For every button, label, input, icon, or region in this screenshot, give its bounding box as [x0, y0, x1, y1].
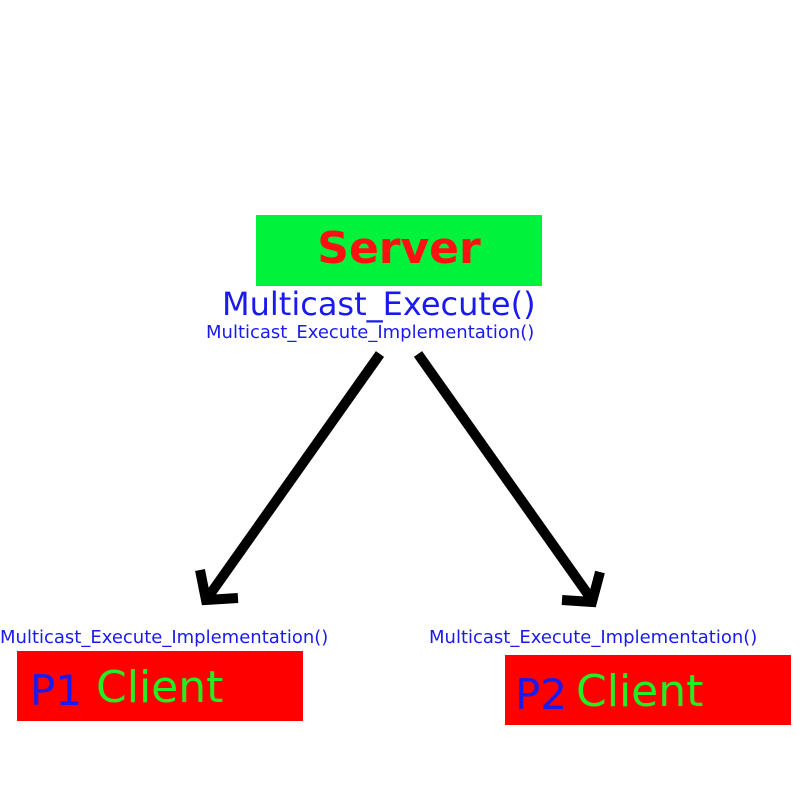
server-label: Server [317, 223, 481, 274]
p1-client-label: Client [96, 662, 224, 713]
p2-client-label: Client [576, 666, 704, 717]
p1-id-label: P1 [30, 666, 83, 715]
server-call-text: Multicast_Execute() [222, 285, 536, 323]
server-impl-text: Multicast_Execute_Implementation() [206, 322, 535, 343]
p2-client-box: P2 Client [505, 655, 791, 725]
p2-impl-text: Multicast_Execute_Implementation() [429, 627, 758, 648]
arrow-to-p2 [413, 351, 605, 608]
p1-impl-text: Multicast_Execute_Implementation() [0, 627, 329, 648]
arrow-to-p1 [195, 351, 385, 606]
p1-client-box: P1 Client [17, 651, 303, 721]
server-box: Server [256, 215, 542, 286]
p2-id-label: P2 [515, 670, 568, 719]
